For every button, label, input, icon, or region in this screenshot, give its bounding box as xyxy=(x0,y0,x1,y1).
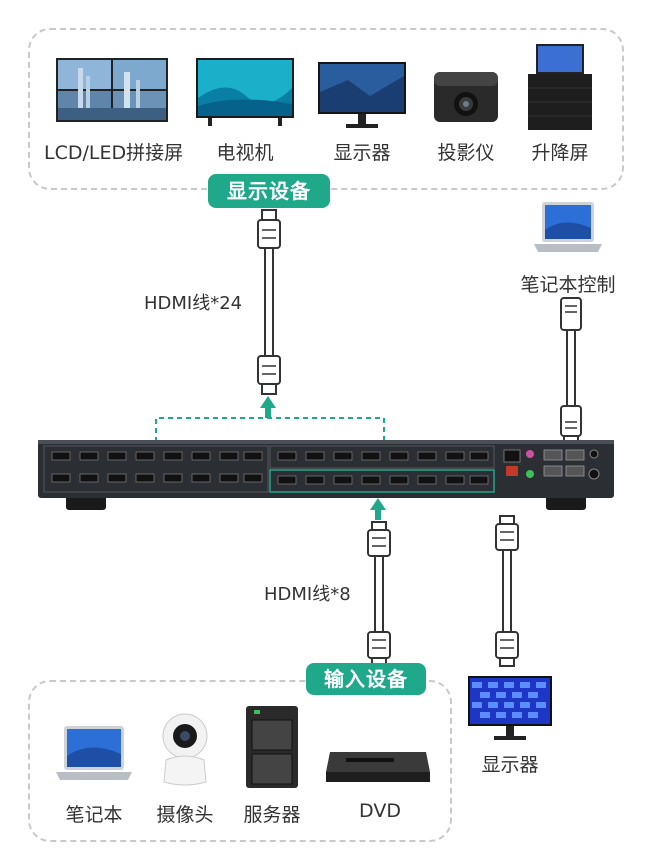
tv-icon xyxy=(196,58,294,126)
device-label-tv: 电视机 xyxy=(216,142,274,164)
monitor-icon xyxy=(318,62,406,128)
hdmi-cable-output xyxy=(257,209,281,395)
side-monitor-label: 显示器 xyxy=(481,754,539,776)
camera-icon xyxy=(162,713,208,786)
control-label: 笔记本控制 xyxy=(520,274,616,296)
input-label-laptop: 笔记本 xyxy=(65,804,123,826)
input-label-dvd: DVD xyxy=(359,800,401,822)
device-label-video-wall: LCD/LED拼接屏 xyxy=(44,142,184,164)
input-label-server: 服务器 xyxy=(243,804,301,826)
dvd-player-icon xyxy=(326,752,430,782)
input-cable-label: HDMI线*8 xyxy=(264,584,351,605)
device-label-monitor: 显示器 xyxy=(333,142,391,164)
hdmi-cable-side-monitor xyxy=(495,515,519,667)
control-laptop-icon xyxy=(534,202,602,252)
side-monitor-icon xyxy=(468,676,552,740)
input-devices-group xyxy=(28,680,452,842)
video-wall-icon xyxy=(56,58,168,122)
device-label-projector: 投影仪 xyxy=(437,142,495,164)
input-laptop-icon xyxy=(56,726,132,780)
output-cable-label: HDMI线*24 xyxy=(144,293,243,314)
input-label-camera: 摄像头 xyxy=(156,804,214,826)
input-arrow xyxy=(370,498,386,520)
output-arrow xyxy=(155,396,385,442)
device-label-lift-screen: 升降屏 xyxy=(531,142,589,164)
display-group-title: 显示设备 xyxy=(208,174,330,208)
input-group-title: 输入设备 xyxy=(306,663,426,695)
server-icon xyxy=(246,706,298,788)
matrix-switcher-device xyxy=(38,440,614,510)
hdmi-cable-input xyxy=(367,521,391,667)
network-cable-control xyxy=(560,297,582,445)
projector-icon xyxy=(434,72,498,122)
lift-screen-icon xyxy=(528,44,592,130)
